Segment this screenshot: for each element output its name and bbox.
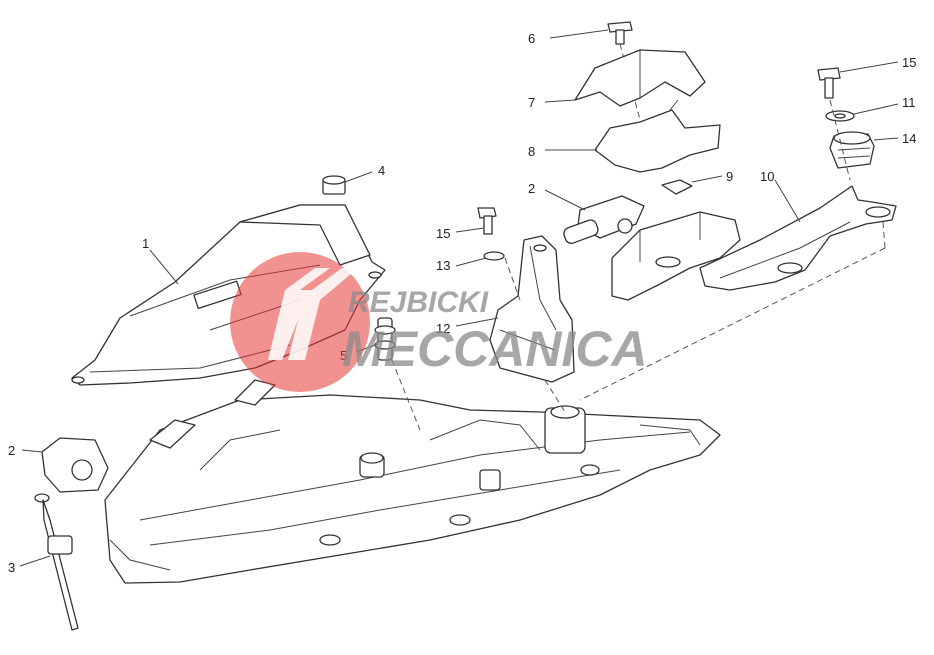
label-10: 10 xyxy=(760,169,774,184)
label-15-right: 15 xyxy=(902,55,916,70)
part-13-washer xyxy=(455,251,505,267)
part-14-bushing xyxy=(829,131,899,169)
part-2-sensor-right xyxy=(544,189,645,244)
label-12: 12 xyxy=(436,321,450,336)
part-15-screw-right xyxy=(817,61,899,181)
part-9-clip xyxy=(661,175,723,195)
part-2-sensor-left xyxy=(21,437,109,493)
subframe xyxy=(104,379,721,584)
part-8-lower-clamp xyxy=(545,99,721,173)
part-11-washer xyxy=(825,103,899,122)
part-7-upper-clamp xyxy=(544,49,706,107)
part-15-screw-center xyxy=(455,207,497,235)
label-6: 6 xyxy=(528,31,535,46)
label-4: 4 xyxy=(378,163,385,178)
label-2-right: 2 xyxy=(528,181,535,196)
watermark-line2: MECCANICA xyxy=(342,321,648,377)
part-labels: 1 2 3 4 5 6 7 8 2 9 10 15 11 14 15 13 12 xyxy=(8,31,916,575)
label-1: 1 xyxy=(142,236,149,251)
label-15-center: 15 xyxy=(436,226,450,241)
label-2-left: 2 xyxy=(8,443,15,458)
label-3: 3 xyxy=(8,560,15,575)
watermark-m-logo xyxy=(268,268,358,360)
label-7: 7 xyxy=(528,95,535,110)
label-9: 9 xyxy=(726,169,733,184)
watermark: REJBICKI MECCANICA xyxy=(230,252,648,392)
label-13: 13 xyxy=(436,258,450,273)
part-12-bracket xyxy=(455,235,575,413)
part-5-rubber-mount xyxy=(355,317,421,431)
part-10-crossbar xyxy=(579,179,897,401)
label-11: 11 xyxy=(902,95,916,110)
part-3-cable-tie xyxy=(19,493,79,631)
watermark-line1: REJBICKI xyxy=(348,286,489,319)
part-4-nut xyxy=(322,171,373,195)
label-8: 8 xyxy=(528,144,535,159)
label-14: 14 xyxy=(902,131,916,146)
